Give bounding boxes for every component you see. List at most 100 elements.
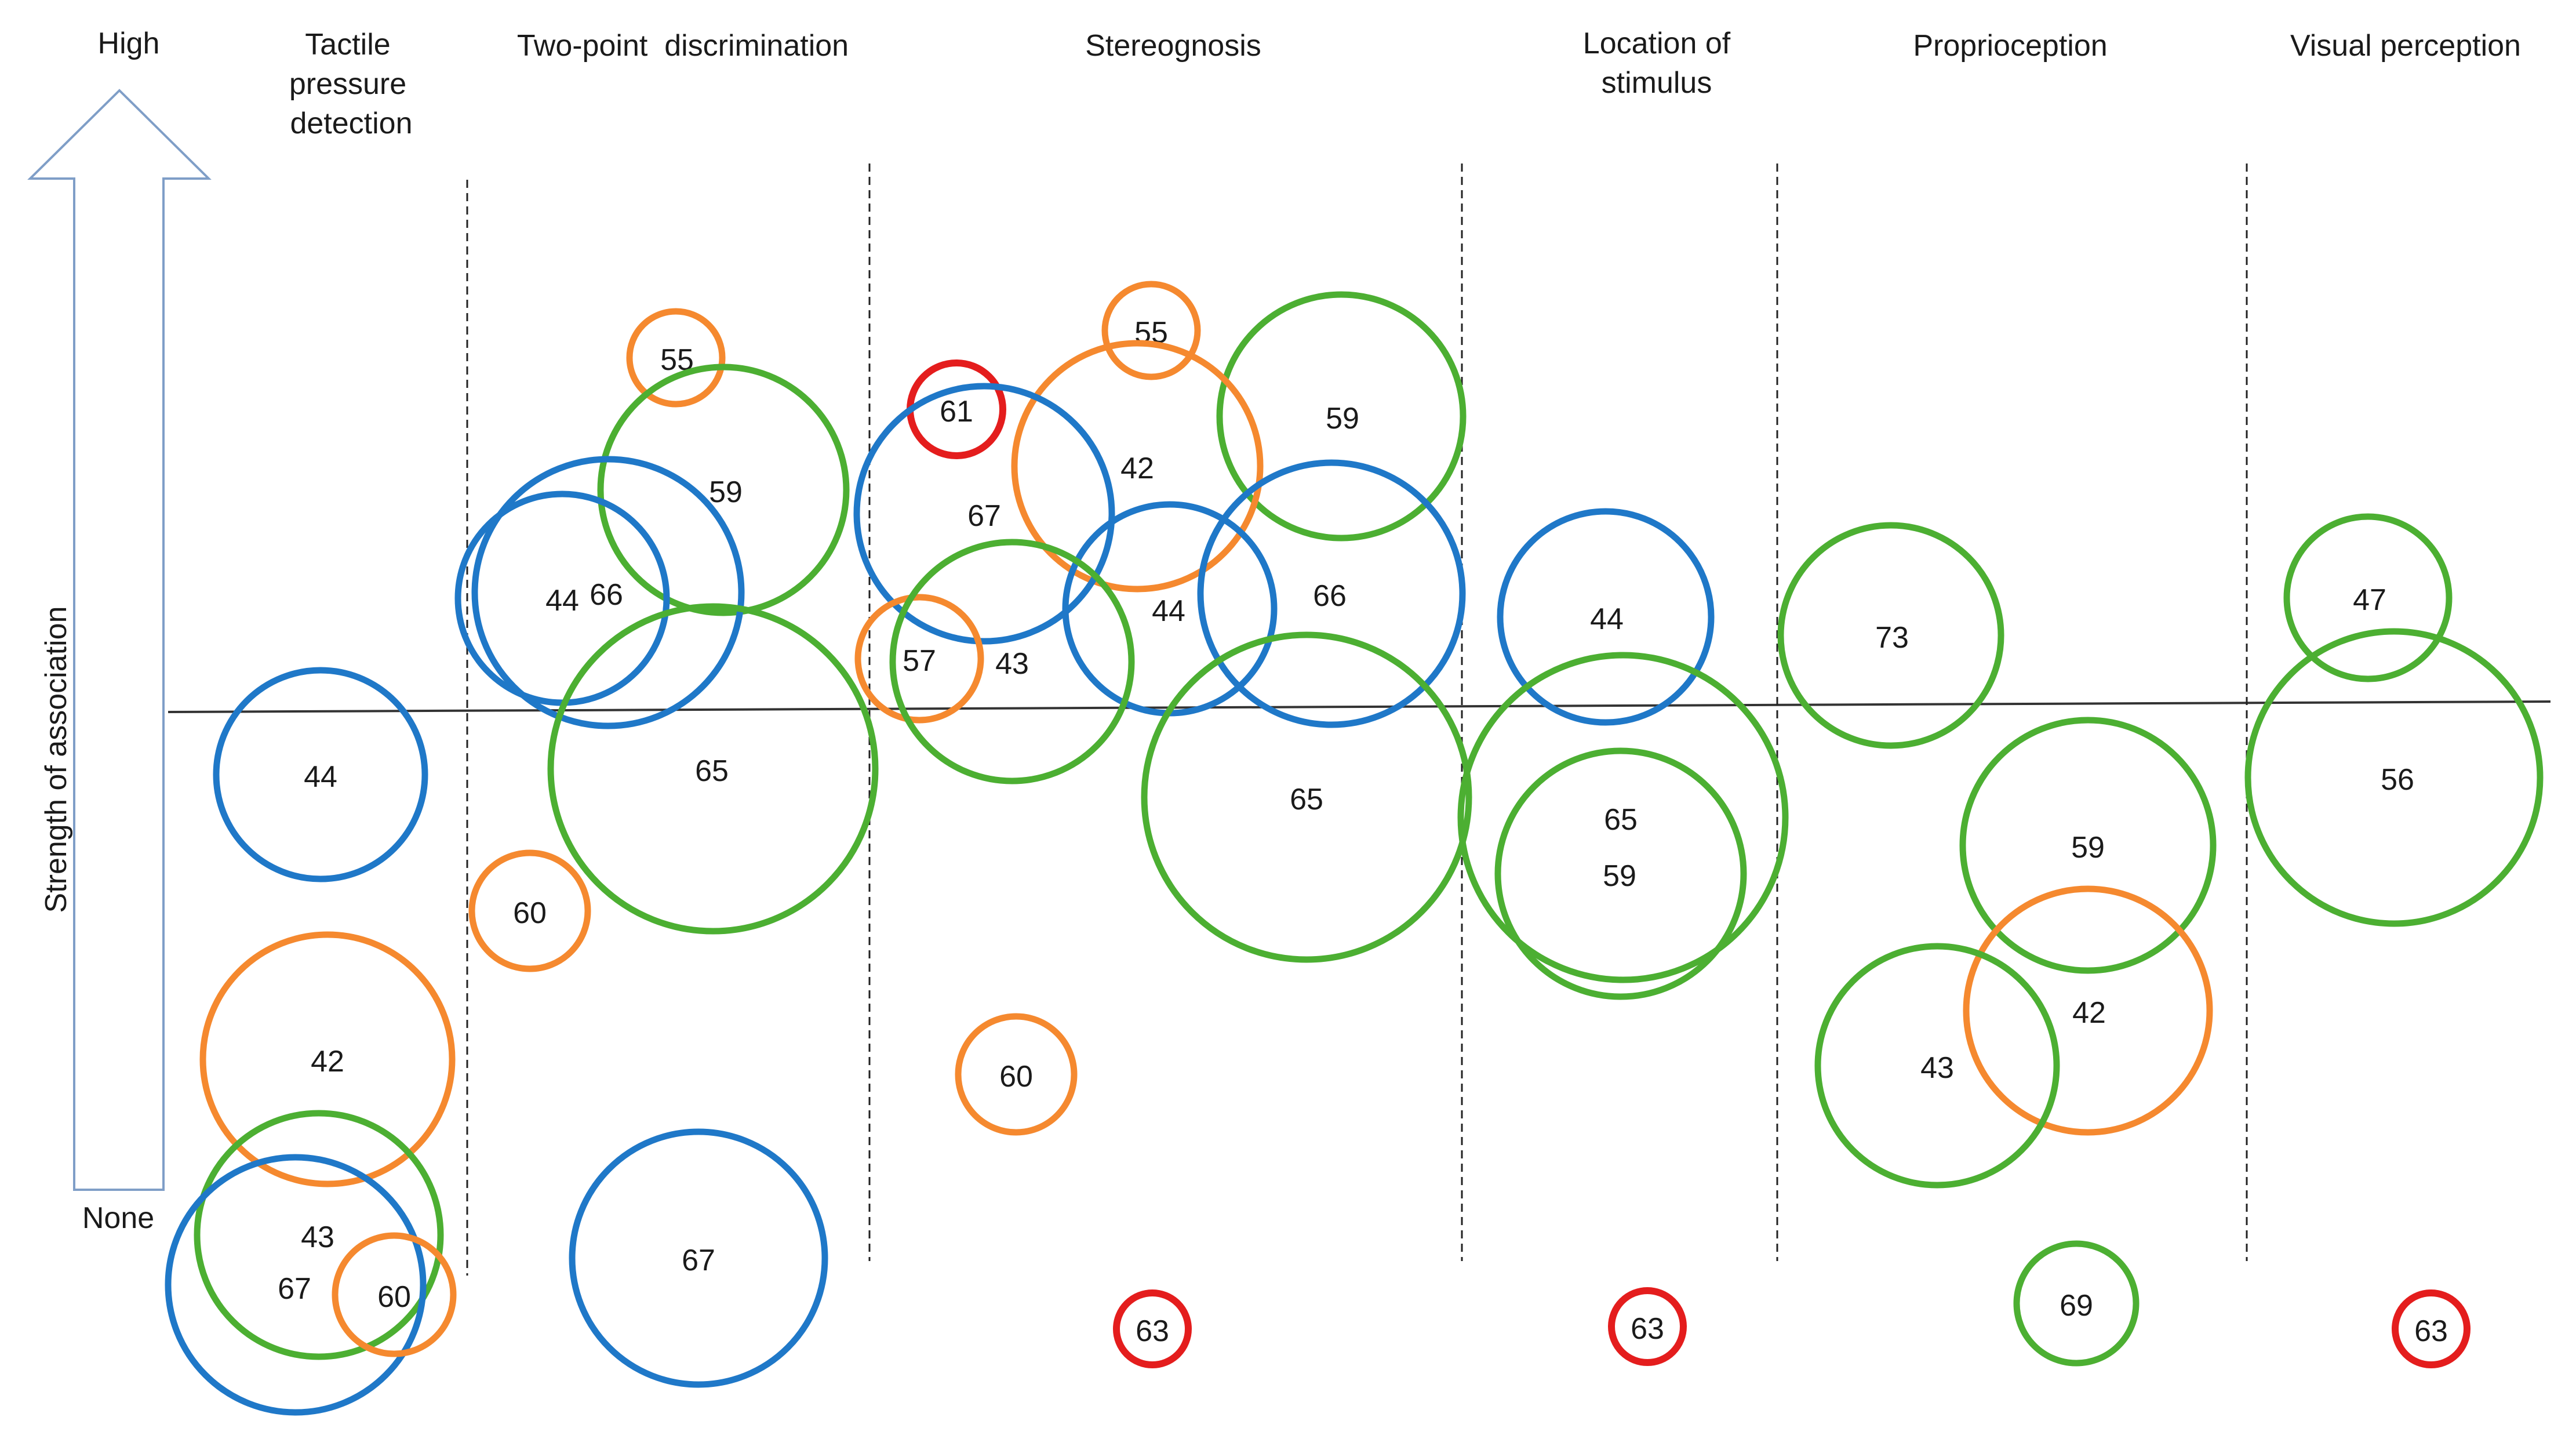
bubble-label: 57 (903, 644, 936, 678)
bubble-label: 63 (1631, 1312, 1664, 1346)
bubble-circle (1113, 1289, 1192, 1368)
bubble-stereognosis-42: 42 (1011, 340, 1264, 593)
bubble-label: 42 (2072, 996, 2106, 1030)
bubble-stereognosis-63: 63 (1113, 1289, 1192, 1368)
bubble-label: 65 (695, 754, 729, 788)
bubble-label: 66 (590, 578, 623, 612)
bubble-circle (471, 456, 745, 729)
category-header-line: Stereognosis (1085, 29, 1261, 63)
category-header-line: detection (290, 107, 412, 140)
bubble-label: 43 (301, 1220, 334, 1254)
category-header-location: Location of stimulus (1583, 27, 1731, 100)
category-header-line: Tactile (305, 28, 390, 61)
bubble-label: 63 (1136, 1314, 1169, 1348)
bubble-label: 42 (311, 1045, 344, 1078)
bubble-circle (1197, 459, 1466, 728)
bubble-tactile-43: 43 (194, 1110, 444, 1360)
reference-line (168, 700, 2551, 713)
bubble-label: 42 (1120, 452, 1154, 485)
bubble-circle (1497, 508, 1715, 726)
bubble-label: 61 (940, 395, 973, 428)
bubble-circle (1494, 747, 1747, 1000)
bubble-label: 67 (682, 1244, 715, 1277)
bubble-circle (597, 364, 850, 616)
bubble-circle (468, 849, 591, 972)
bubble-visual-56: 56 (2244, 628, 2544, 927)
strength-arrow (27, 89, 212, 1191)
bubble-label: 67 (967, 499, 1001, 533)
bubble-stereognosis-55: 55 (1101, 281, 1201, 380)
bubble-circle (854, 594, 984, 724)
bubble-label: 69 (2060, 1289, 2093, 1323)
bubble-label: 59 (709, 475, 743, 509)
bubble-label: 44 (1152, 594, 1185, 628)
category-header-line: Two-point discrimination (517, 29, 849, 63)
bubble-location-65: 65 (1457, 652, 1789, 983)
bubble-label: 43 (1920, 1051, 1954, 1085)
bubble-circle (889, 539, 1135, 784)
category-header-visual: Visual perception (2290, 29, 2521, 63)
bubble-proprioception-59: 59 (1959, 717, 2217, 974)
bubble-label: 60 (513, 896, 547, 930)
bubble-tactile-44: 44 (213, 667, 428, 882)
bubble-twopoint-65: 65 (547, 603, 879, 935)
bubble-circle (1963, 885, 2213, 1136)
category-header-line: Proprioception (1913, 29, 2107, 63)
bubble-circle (2392, 1289, 2471, 1368)
bubble-circle (213, 667, 428, 882)
bubble-circle (955, 1013, 1078, 1136)
bubble-circle (199, 931, 456, 1187)
bubble-label: 44 (545, 584, 579, 617)
bubble-label: 44 (1590, 602, 1624, 636)
bubble-circle (2283, 513, 2453, 682)
bubble-label: 47 (2353, 583, 2386, 617)
bubble-twopoint-44: 44 (454, 491, 670, 706)
bubble-circle (547, 603, 879, 935)
bubble-location-59: 59 (1494, 747, 1747, 1000)
bubble-circle (165, 1154, 427, 1416)
bubble-label: 73 (1875, 621, 1909, 655)
bubble-stereognosis-66: 66 (1197, 459, 1466, 728)
bubble-stereognosis-43: 43 (889, 539, 1135, 784)
bubble-circle (1457, 652, 1789, 983)
category-header-line: Location of (1583, 27, 1731, 60)
bubble-stereognosis-59: 59 (1216, 291, 1467, 542)
bubble-twopoint-66: 66 (471, 456, 745, 729)
bubble-circle (853, 383, 1115, 645)
category-header-twopoint: Two-point discrimination (517, 29, 849, 63)
bubble-circle (1216, 291, 1467, 542)
bubble-label: 59 (1603, 859, 1636, 893)
bubble-visual-63: 63 (2392, 1289, 2471, 1368)
bubble-stereognosis-67: 67 (853, 383, 1115, 645)
bubble-location-63: 63 (1608, 1287, 1687, 1366)
bubble-label: 43 (995, 647, 1029, 681)
bubble-label: 66 (1313, 579, 1347, 613)
bubble-stereognosis-65: 65 (1141, 631, 1472, 963)
bubble-proprioception-73: 73 (1777, 522, 2004, 749)
bubble-circle (1011, 340, 1264, 593)
bubble-label: 60 (999, 1060, 1033, 1093)
category-header-line: stimulus (1602, 66, 1712, 100)
bubble-stereognosis-61: 61 (907, 359, 1006, 459)
bubble-proprioception-42: 42 (1963, 885, 2213, 1136)
bubble-label: 56 (2381, 763, 2414, 797)
bubble-circle (1959, 717, 2217, 974)
bubble-visual-47: 47 (2283, 513, 2453, 682)
bubble-circle (569, 1128, 828, 1388)
bubble-label: 59 (2071, 831, 2105, 864)
bubble-location-44: 44 (1497, 508, 1715, 726)
bubble-label: 65 (1290, 783, 1323, 816)
bubble-label: 63 (2414, 1314, 2448, 1348)
category-header-stereognosis: Stereognosis (1085, 29, 1261, 63)
category-header-line: pressure (289, 67, 406, 101)
bubble-label: 44 (304, 760, 337, 794)
bubble-label: 60 (377, 1280, 411, 1314)
bubble-circle (1141, 631, 1472, 963)
bubble-circle (626, 308, 726, 408)
bubble-circle (2244, 628, 2544, 927)
bubble-tactile-60: 60 (332, 1232, 457, 1357)
high-label: High (98, 27, 160, 60)
